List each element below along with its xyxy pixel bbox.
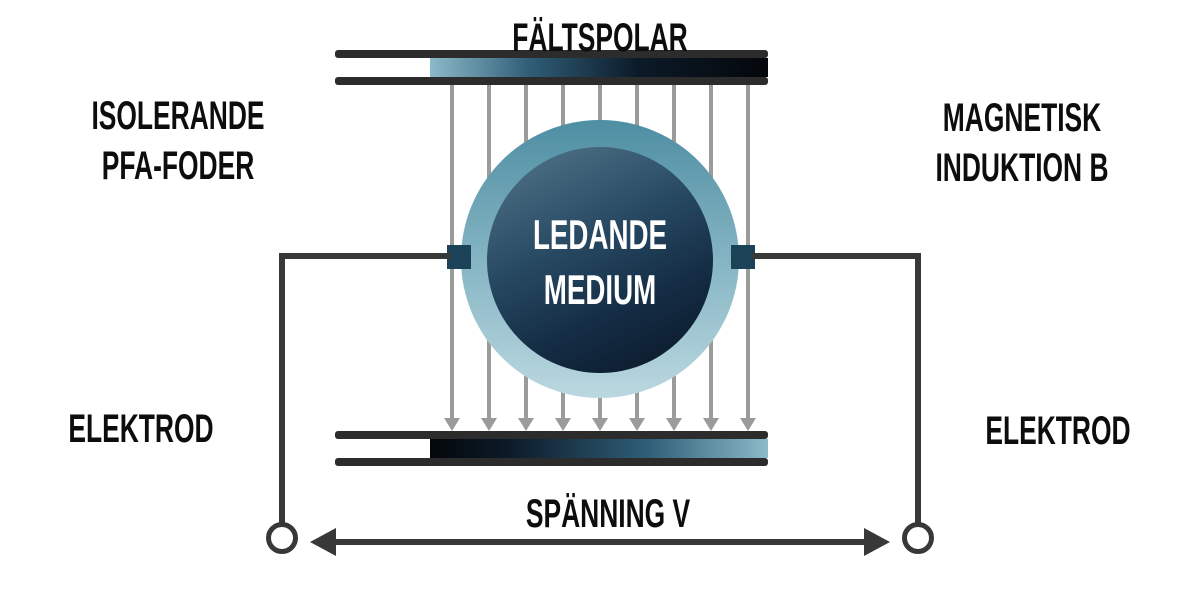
wire-right-horizontal	[751, 253, 921, 259]
magnetic-induction-label: MAGNETISK INDUKTION B	[935, 96, 1109, 190]
electrode-left-label: ELEKTROD	[68, 407, 214, 451]
coil-bottom-upper-strip	[335, 431, 768, 439]
wire-left-vertical	[279, 253, 285, 523]
conducting-medium-label: LEDANDE MEDIUM	[532, 211, 667, 313]
electrode-left-contact	[447, 245, 471, 269]
field-coil-bottom	[335, 431, 768, 466]
insulating-liner-label: ISOLERANDE PFA-FODER	[91, 94, 265, 188]
wire-left-horizontal	[279, 253, 451, 259]
voltage-double-arrow	[310, 527, 890, 557]
arrow-head-right-icon	[864, 528, 890, 556]
wire-right-vertical	[915, 253, 921, 523]
field-coils-label: FÄLTSPOLAR	[512, 16, 688, 60]
coil-bottom-gradient-core	[335, 439, 768, 458]
coil-top-gradient-core	[335, 58, 768, 77]
terminal-circle-left	[266, 522, 298, 554]
coil-top-upper-strip	[335, 50, 768, 58]
coil-bottom-lower-strip	[335, 458, 768, 466]
electrode-right-label: ELEKTROD	[985, 409, 1131, 453]
coil-top-lower-strip	[335, 77, 768, 85]
field-coil-top	[335, 50, 768, 85]
terminal-circle-right	[902, 522, 934, 554]
voltage-label: SPÄNNING V	[525, 492, 691, 536]
arrow-shaft	[330, 539, 870, 545]
conducting-medium-circle	[487, 147, 713, 373]
